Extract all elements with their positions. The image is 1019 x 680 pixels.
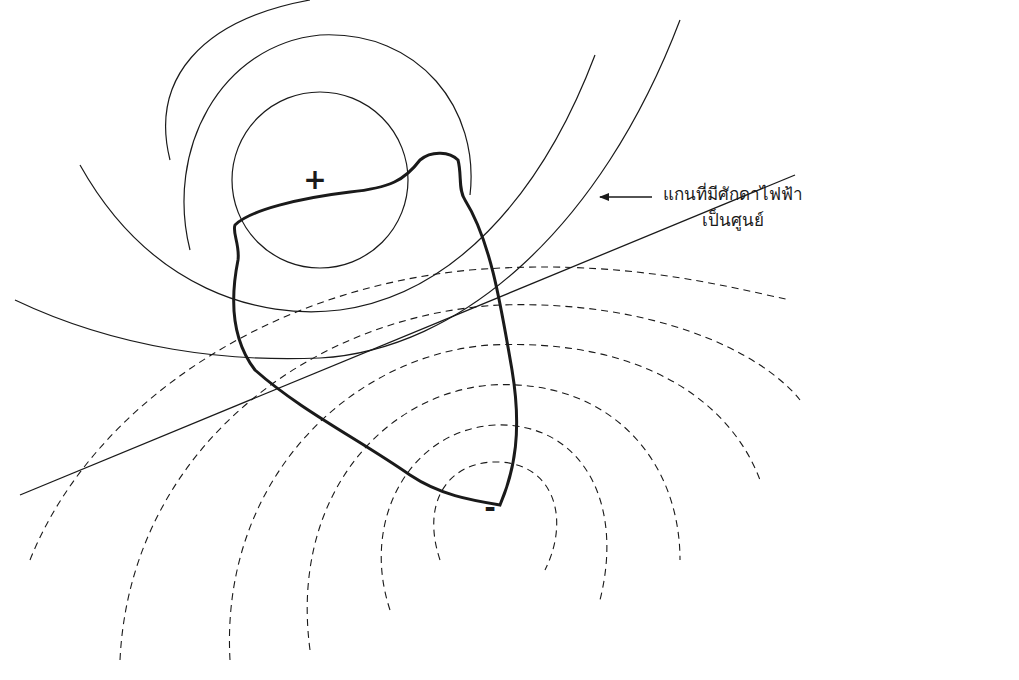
equipotential-line: [229, 344, 760, 660]
negative-charge: -: [484, 494, 496, 522]
positive-equipotentials: [15, 0, 680, 359]
equipotential-line: [381, 425, 607, 610]
equipotential-line: [120, 305, 800, 660]
equipotential-line: [30, 267, 790, 560]
leader-arrow: [600, 196, 652, 197]
equipotential-line: [307, 385, 680, 650]
positive-charge: +: [303, 166, 326, 194]
equipotential-line: [80, 55, 595, 312]
heart-outline: [234, 153, 517, 505]
equipotential-line: [184, 35, 471, 250]
equipotential-line: [434, 462, 557, 570]
zero-potential-axis: [20, 175, 795, 495]
axis-label: แกนที่มีศักดาไฟฟ้า เป็นศูนย์: [658, 182, 808, 233]
negative-equipotentials: [30, 267, 800, 660]
equipotential-line: [166, 0, 310, 160]
equipotential-line: [232, 92, 408, 268]
